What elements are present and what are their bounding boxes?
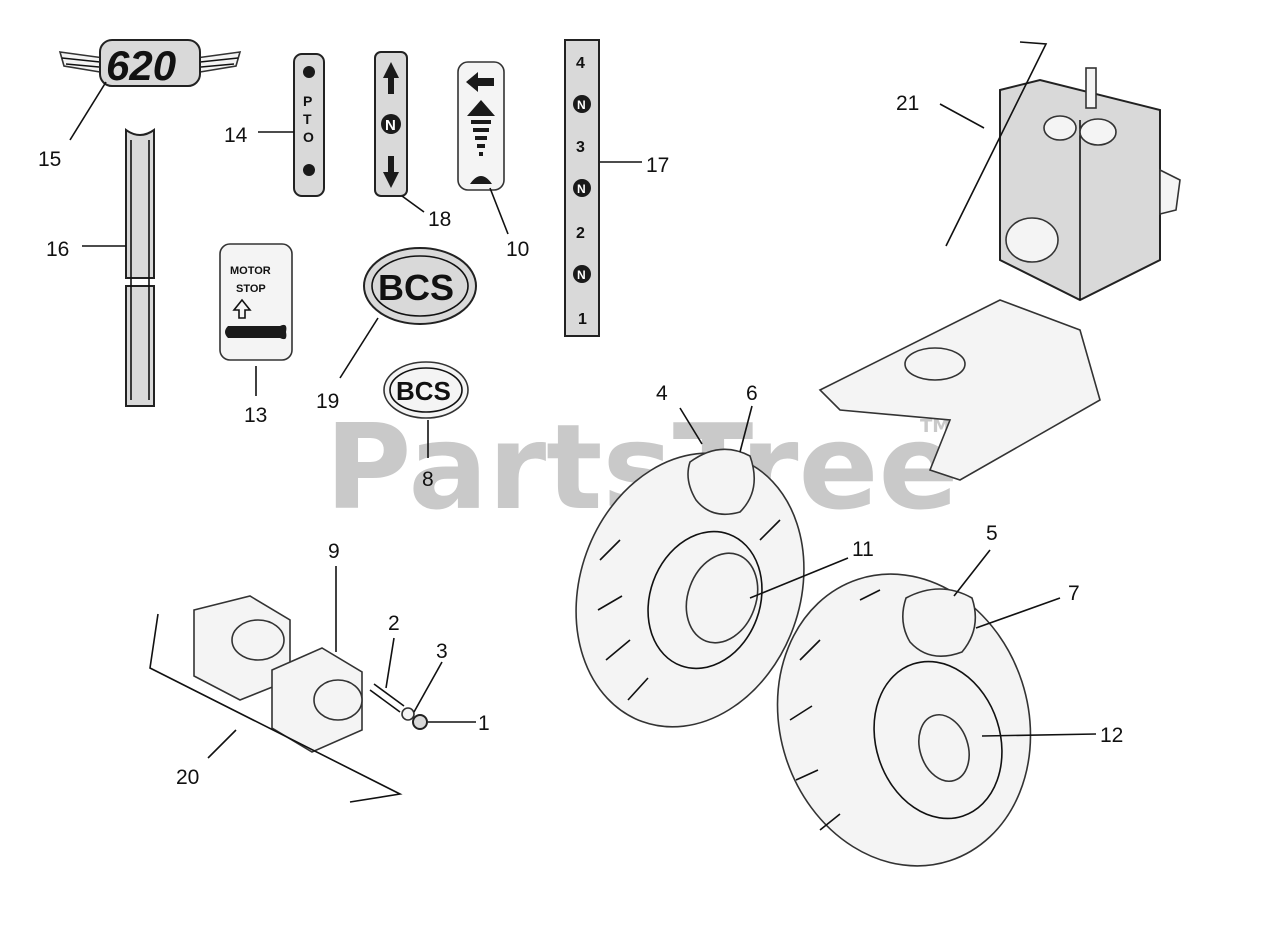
hub-assembly bbox=[193, 595, 428, 753]
gear-3: 3 bbox=[576, 139, 585, 156]
gear-n-3: N bbox=[577, 268, 586, 282]
callout-14: 14 bbox=[224, 124, 248, 147]
callout-21: 21 bbox=[896, 92, 919, 115]
callout-9: 9 bbox=[328, 540, 340, 563]
motor-text: MOTOR bbox=[230, 265, 271, 277]
bcs-large-text: BCS bbox=[378, 267, 454, 308]
gearbox-assembly bbox=[818, 67, 1181, 481]
neutral-letter: N bbox=[385, 117, 396, 134]
callout-15: 15 bbox=[38, 148, 61, 171]
stop-text: STOP bbox=[236, 283, 266, 295]
bcs-large-decal: BCS bbox=[363, 247, 477, 325]
callout-1: 1 bbox=[478, 712, 490, 735]
gear-n-2: N bbox=[577, 182, 586, 196]
callout-17: 17 bbox=[646, 154, 669, 177]
tractor-tire-wheel bbox=[575, 448, 805, 728]
logo-620-decal: 620 bbox=[58, 39, 242, 89]
logo-620-text: 620 bbox=[106, 42, 176, 89]
gear-1: 1 bbox=[578, 311, 587, 328]
callout-2: 2 bbox=[388, 612, 400, 635]
bcs-small-text: BCS bbox=[396, 376, 451, 406]
pto-decal: P T O bbox=[293, 53, 325, 197]
callout-8: 8 bbox=[422, 468, 434, 491]
gear-strip-decal: 4 N 3 N 2 N 1 bbox=[564, 39, 600, 337]
pto-letter-p: P bbox=[303, 93, 312, 109]
callout-7: 7 bbox=[1068, 582, 1080, 605]
callout-16: 16 bbox=[46, 238, 69, 261]
pto-letter-t: T bbox=[303, 111, 312, 127]
callout-6: 6 bbox=[746, 382, 758, 405]
callout-5: 5 bbox=[986, 522, 998, 545]
gear-n-1: N bbox=[577, 98, 586, 112]
pto-letter-o: O bbox=[303, 129, 314, 145]
motor-stop-decal: MOTOR STOP bbox=[219, 243, 293, 361]
callout-19: 19 bbox=[316, 390, 339, 413]
neutral-arrows-decal: N bbox=[374, 51, 408, 197]
callout-13: 13 bbox=[244, 404, 267, 427]
callout-20: 20 bbox=[176, 766, 199, 789]
strip-decal-16 bbox=[125, 128, 155, 407]
watermark-tm: TM bbox=[920, 416, 950, 437]
throttle-decal bbox=[457, 61, 505, 191]
gear-2: 2 bbox=[576, 225, 585, 242]
callout-11: 11 bbox=[852, 538, 874, 561]
callout-18: 18 bbox=[428, 208, 451, 231]
callout-12: 12 bbox=[1100, 724, 1123, 747]
callout-10: 10 bbox=[506, 238, 529, 261]
callout-3: 3 bbox=[436, 640, 448, 663]
gear-4: 4 bbox=[576, 55, 585, 72]
turf-tire-wheel bbox=[776, 573, 1032, 867]
bcs-small-decal: BCS bbox=[383, 361, 469, 419]
callout-4: 4 bbox=[656, 382, 668, 405]
leader-lines bbox=[69, 41, 1097, 803]
